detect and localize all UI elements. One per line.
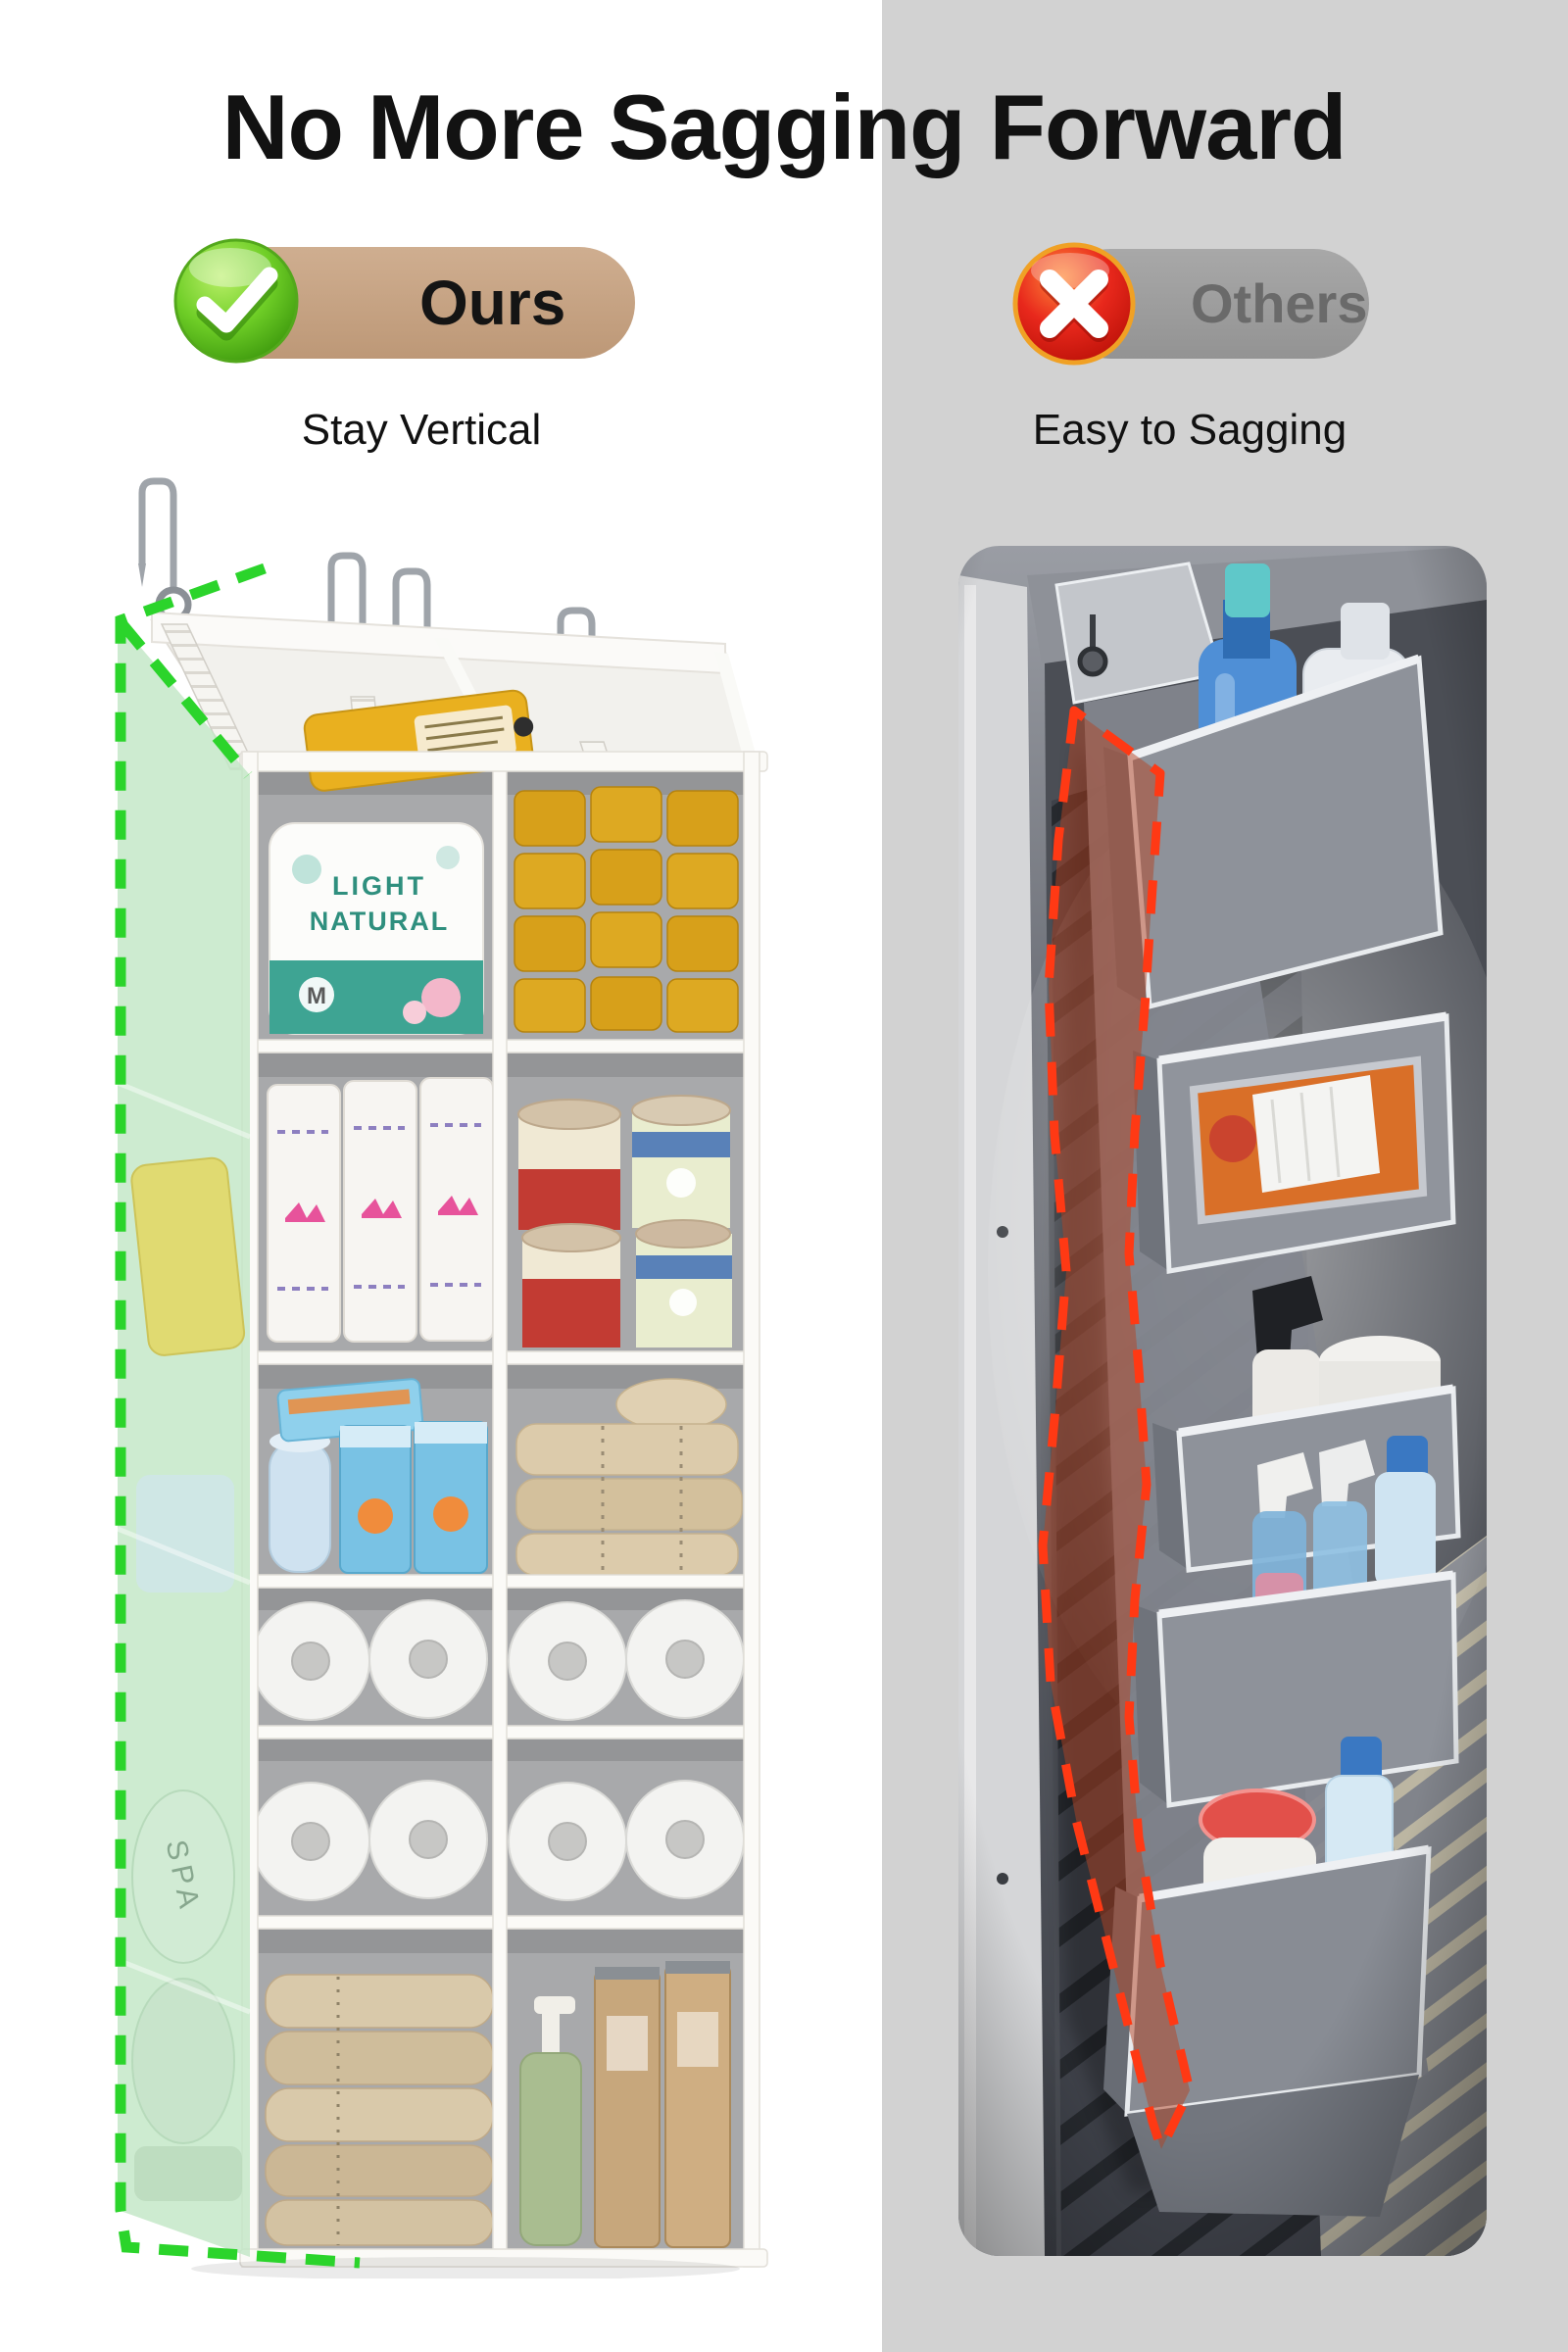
shelf-row-2-items (267, 1077, 732, 1348)
formula-cans (517, 1095, 732, 1348)
others-caption: Easy to Sagging (1032, 406, 1348, 454)
organizer-left-side-mesh: SPA (117, 620, 251, 2257)
toilet-paper-rolls (251, 1599, 745, 1901)
mustard-packs (514, 786, 739, 1033)
cross-icon (1009, 239, 1139, 368)
shelf-row-1-items: LIGHT NATURAL M (269, 689, 739, 1035)
ours-badge-label: Ours (419, 268, 566, 338)
green-vertical-outline (115, 563, 361, 2269)
wipes-size-text: M (307, 983, 326, 1009)
others-badge-label: Others (1191, 272, 1368, 334)
ours-caption: Stay Vertical (301, 406, 542, 454)
wipes-text-2: NATURAL (310, 906, 449, 936)
page-title: No More Sagging Forward (221, 75, 1348, 178)
organizer-back-panel (150, 611, 760, 772)
folded-linens (515, 1378, 743, 1576)
shelf-row-6-items (265, 1961, 731, 2248)
ours-product-photo: LIGHT NATURAL M (93, 446, 779, 2278)
shelf-row-3-items (269, 1378, 743, 1576)
others-product-photo (958, 546, 1487, 2256)
check-icon (172, 236, 301, 366)
wipes-text-1: LIGHT (332, 871, 426, 901)
kraft-tubes (594, 1961, 731, 2248)
